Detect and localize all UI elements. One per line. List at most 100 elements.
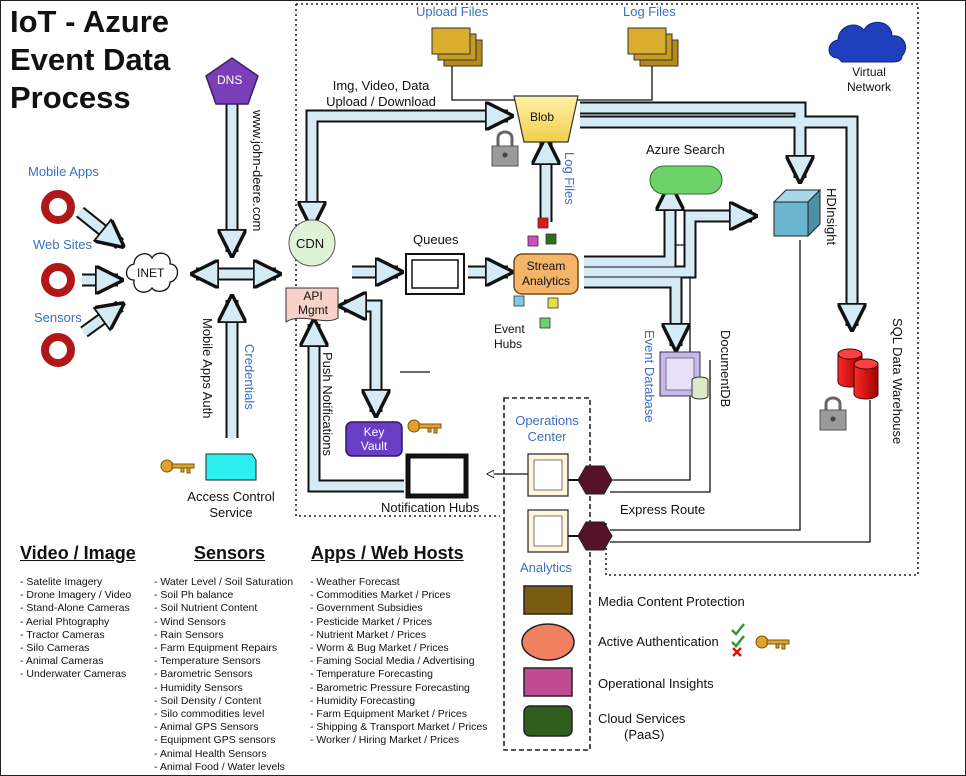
label-url: www.john-deere.com	[250, 110, 265, 232]
list-item: - Barometric Sensors	[154, 668, 253, 681]
cdn-icon	[288, 219, 336, 267]
label-mobile-apps-auth: Mobile Apps Auth	[200, 318, 215, 419]
azure-boundary	[295, 3, 919, 576]
list-item: - Silo commodities level	[154, 708, 265, 721]
source-rings	[41, 190, 75, 367]
list-item: - Temperature Forecasting	[310, 668, 433, 681]
label-documentdb: DocumentDB	[718, 330, 733, 408]
legend-swatch	[521, 623, 575, 661]
operations-boundary	[503, 397, 591, 751]
legend-swatch	[523, 705, 573, 737]
label-log-files-top: Log Files	[623, 4, 676, 19]
label-credentials: Credentials	[242, 344, 257, 410]
label-dns: DNS	[217, 73, 243, 87]
list-item: - Animal Health Sensors	[154, 747, 267, 760]
access-control-icon	[205, 453, 257, 481]
list-item: - Wind Sensors	[154, 615, 226, 628]
page-title: IoT - Azure Event Data Process	[10, 4, 171, 115]
upload-files-icon	[431, 27, 483, 67]
category-heading: Apps / Web Hosts	[311, 543, 464, 563]
inet-cloud-icon	[125, 252, 179, 293]
key-icon	[407, 419, 442, 434]
list-item: - Soil Density / Content	[154, 694, 262, 707]
key-icon	[160, 459, 195, 474]
list-item: - Stand-Alone Cameras	[20, 602, 130, 615]
label-azure-search: Azure Search	[646, 142, 725, 157]
list-item: - Nutrient Market / Prices	[310, 628, 427, 641]
label-analytics: Analytics	[520, 560, 573, 575]
label-sensors: Sensors	[34, 310, 82, 325]
documentdb-icon	[659, 351, 709, 400]
label-inet: INET	[137, 266, 165, 280]
virtual-network-cloud-icon	[828, 21, 907, 63]
list-item: - Faming Social Media / Advertising	[310, 655, 475, 668]
category-list: - Water Level / Soil Saturation - Soil P…	[154, 576, 293, 774]
label-blob: Blob	[530, 110, 555, 124]
label-web-sites: Web Sites	[33, 237, 93, 252]
log-files-icon	[627, 27, 679, 67]
category-list: - Satelite Imagery - Drone Imagery / Vid…	[20, 576, 131, 682]
list-item: - Underwater Cameras	[20, 668, 127, 681]
lock-icon	[491, 130, 519, 167]
express-route-hexagon-icon	[577, 465, 613, 495]
azure-search-icon	[649, 165, 723, 195]
x-icon	[732, 647, 742, 657]
legend-swatch	[523, 585, 573, 615]
legend-label: Cloud Services	[598, 711, 686, 726]
label-hdinsight: HDInsight	[824, 188, 839, 246]
list-item: - Tractor Cameras	[20, 628, 105, 641]
label-push-notifications: Push Notifications	[320, 352, 335, 457]
list-item: - Humidity Forecasting	[310, 694, 416, 707]
list-item: - Weather Forecast	[310, 576, 400, 588]
label-queues: Queues	[413, 232, 459, 247]
legend-label: Media Content Protection	[598, 594, 745, 609]
list-item: - Soil Ph balance	[154, 589, 234, 602]
check-icon	[731, 623, 745, 648]
operations-center-icon	[527, 453, 580, 553]
legend-sublabel: (PaaS)	[624, 727, 665, 742]
label-cdn: CDN	[296, 236, 325, 251]
list-item: - Animal Cameras	[20, 655, 104, 668]
label-notification-hubs: Notification Hubs	[381, 500, 480, 515]
list-item: - Rain Sensors	[154, 628, 224, 641]
category-heading: Sensors	[194, 543, 266, 563]
legend-swatch	[523, 667, 573, 697]
label-upload-files: Upload Files	[416, 4, 489, 19]
label-event-database: Event Database	[642, 330, 657, 423]
legend-label: Operational Insights	[598, 676, 714, 691]
list-item: - Shipping & Transport Market / Prices	[310, 721, 488, 734]
list-item: - Aerial Phtography	[20, 615, 110, 628]
list-item: - Animal Food / Water levels	[154, 760, 285, 773]
key-icon	[755, 635, 790, 650]
list-item: - Commodities Market / Prices	[310, 589, 451, 602]
list-item: - Drone Imagery / Video	[20, 589, 132, 602]
list-item: - Equipment GPS sensors	[154, 734, 276, 747]
category-list: - Weather Forecast - Commodities Market …	[310, 576, 487, 748]
dns-icon	[205, 57, 259, 105]
list-item: - Pesticide Market / Prices	[310, 615, 432, 628]
list-item: - Humidity Sensors	[154, 681, 243, 694]
list-item: - Government Subsidies	[310, 602, 423, 615]
list-item: - Farm Equipment Market / Prices	[310, 708, 467, 721]
label-mobile-apps: Mobile Apps	[28, 164, 99, 179]
api-mgmt-icon	[285, 287, 339, 323]
sql-dw-icon	[837, 348, 879, 400]
hdinsight-icon	[772, 188, 822, 238]
list-item: - Soil Nutrient Content	[154, 602, 258, 615]
blob-icon	[513, 95, 579, 143]
list-item: - Temperature Sensors	[154, 655, 261, 668]
label-express-route: Express Route	[620, 502, 706, 517]
list-item: - Water Level / Soil Saturation	[154, 576, 294, 588]
notification-hubs-icon	[405, 453, 469, 499]
stream-analytics-icon	[513, 253, 579, 295]
label-log-files-side: Log Files	[562, 152, 577, 205]
